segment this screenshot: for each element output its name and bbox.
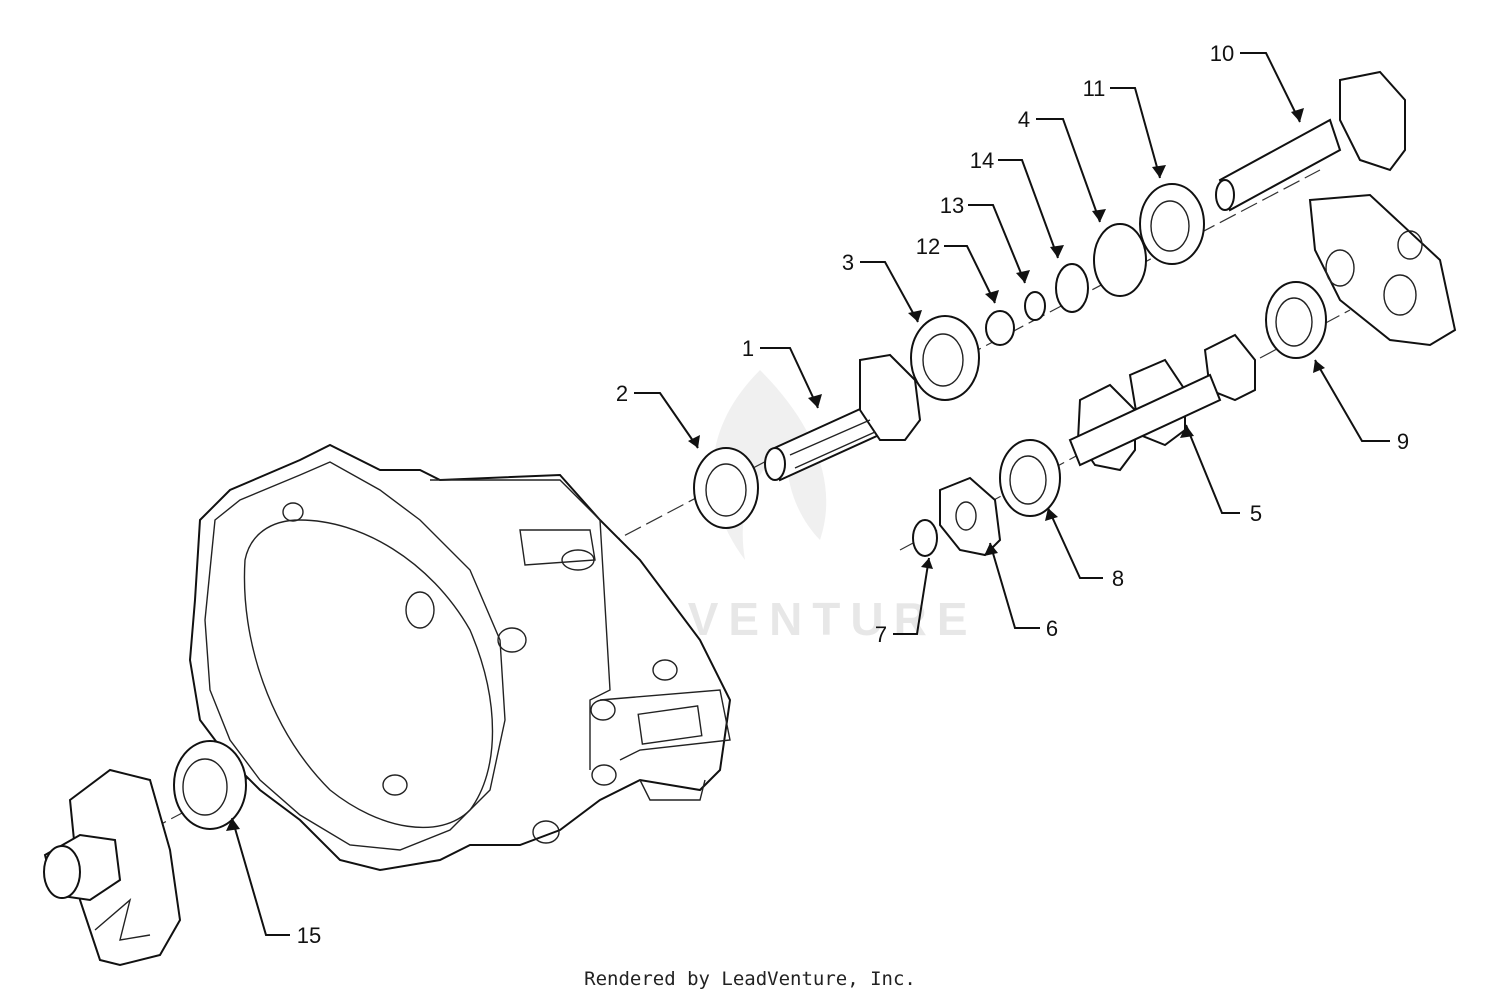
callout-10: 10 [1210,41,1234,66]
rear-cover-plate [1308,193,1457,347]
transmission-housing [188,443,732,872]
part-2-bearing [693,447,759,529]
callout-12: 12 [916,234,940,259]
part-11-bearing [1139,183,1205,265]
callout-labels: 1 2 3 4 5 6 7 8 9 10 11 12 13 14 15 [297,41,1409,948]
part-7-snap-ring [912,519,938,557]
callout-9: 9 [1397,429,1409,454]
part-9-bearing [1265,281,1327,359]
callout-2: 2 [616,381,628,406]
callout-13: 13 [940,193,964,218]
render-credit: Rendered by LeadVenture, Inc. [584,968,916,990]
part-5-cluster-gear [1068,333,1256,472]
callout-15: 15 [297,923,321,948]
callout-5: 5 [1250,501,1262,526]
part-3-bearing [910,315,980,401]
part-1-shaft [764,353,922,482]
callout-11: 11 [1083,76,1106,101]
part-4-snap-ring [1093,223,1147,297]
part-8-bearing [999,439,1061,517]
part-14-ring [1055,263,1089,313]
callout-7: 7 [875,622,887,647]
callout-14: 14 [970,148,994,173]
front-cover [43,768,182,967]
callout-1: 1 [742,336,754,361]
callout-8: 8 [1112,566,1124,591]
callout-3: 3 [842,250,854,275]
callout-6: 6 [1046,616,1058,641]
callout-4: 4 [1018,107,1030,132]
leader-lines [226,52,1390,936]
part-15-seal [173,740,247,830]
part-10-shaft [1215,70,1406,212]
part-12-ring [985,310,1015,346]
part-13-ring [1024,291,1046,321]
